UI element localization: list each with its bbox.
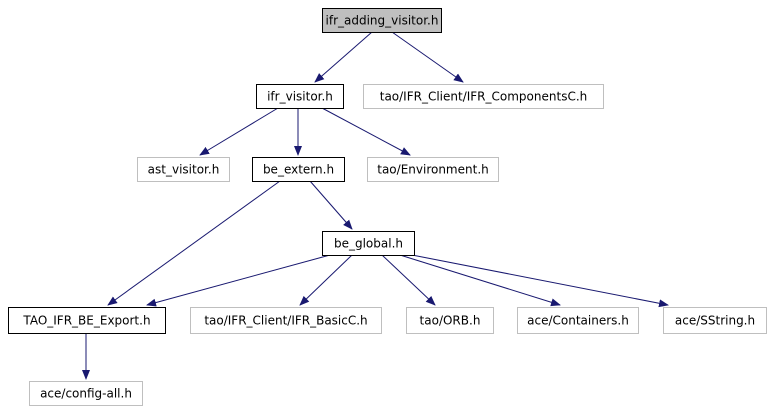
node-ifr-componentsc[interactable]: tao/IFR_Client/IFR_ComponentsC.h [363, 84, 604, 109]
node-label: ace/Containers.h [527, 314, 629, 328]
node-label: tao/IFR_Client/IFR_BasicC.h [204, 314, 367, 328]
node-label: ace/SString.h [675, 314, 755, 328]
nodes-layer: ifr_adding_visitor.h ifr_visitor.h tao/IFR… [8, 8, 767, 406]
node-box [663, 307, 767, 334]
node-box [322, 231, 415, 256]
edges-layer [82, 31, 669, 380]
node-config-all[interactable]: ace/config-all.h [29, 381, 143, 406]
node-ifr-adding-visitor[interactable]: ifr_adding_visitor.h [322, 8, 442, 33]
node-label: ace/config-all.h [40, 387, 132, 401]
edge-be_global-to-orb [381, 254, 436, 306]
node-label: ast_visitor.h [148, 163, 220, 177]
edge-be_global-to-tao_ifr_be_export [146, 254, 331, 307]
node-containers[interactable]: ace/Containers.h [517, 307, 639, 334]
node-label: be_global.h [334, 237, 403, 251]
node-sstring[interactable]: ace/SString.h [663, 307, 767, 334]
node-label: tao/IFR_Client/IFR_ComponentsC.h [380, 90, 588, 104]
node-be-extern[interactable]: be_extern.h [252, 157, 345, 182]
node-ifr-visitor[interactable]: ifr_visitor.h [256, 84, 344, 109]
node-box [190, 307, 382, 334]
edge-be_extern-to-be_global [309, 180, 353, 230]
node-environment[interactable]: tao/Environment.h [367, 157, 499, 182]
node-label: ifr_adding_visitor.h [326, 14, 439, 28]
node-box [367, 157, 499, 182]
node-label: tao/Environment.h [377, 163, 489, 177]
node-box [406, 307, 494, 334]
node-box [322, 8, 442, 33]
node-box [252, 157, 345, 182]
node-label: be_extern.h [263, 163, 334, 177]
edge-be_global-to-containers [399, 254, 561, 307]
node-ast-visitor[interactable]: ast_visitor.h [137, 157, 230, 182]
edge-be_global-to-sstring [411, 254, 669, 308]
edge-ifr_adding_visitor-to-ifr_visitor [314, 31, 373, 83]
edge-ifr_visitor-to-environment [321, 107, 411, 156]
node-box [8, 307, 166, 334]
node-box [363, 84, 604, 109]
node-box [137, 157, 230, 182]
node-orb[interactable]: tao/ORB.h [406, 307, 494, 334]
node-box [517, 307, 639, 334]
node-be-global[interactable]: be_global.h [322, 231, 415, 256]
edge-ifr_adding_visitor-to-ifr_componentsc [391, 31, 464, 83]
node-tao-ifr-be-export[interactable]: TAO_IFR_BE_Export.h [8, 307, 166, 334]
node-ifr-basicc[interactable]: tao/IFR_Client/IFR_BasicC.h [190, 307, 382, 334]
node-box [29, 381, 143, 406]
node-label: TAO_IFR_BE_Export.h [22, 314, 150, 328]
node-label: tao/ORB.h [420, 314, 481, 328]
edge-ifr_visitor-to-ast_visitor [199, 107, 279, 156]
edge-be_global-to-ifr_basicc [299, 254, 353, 306]
edge-be_extern-to-tao_ifr_be_export [107, 180, 281, 306]
node-label: ifr_visitor.h [267, 90, 333, 104]
node-box [256, 84, 344, 109]
